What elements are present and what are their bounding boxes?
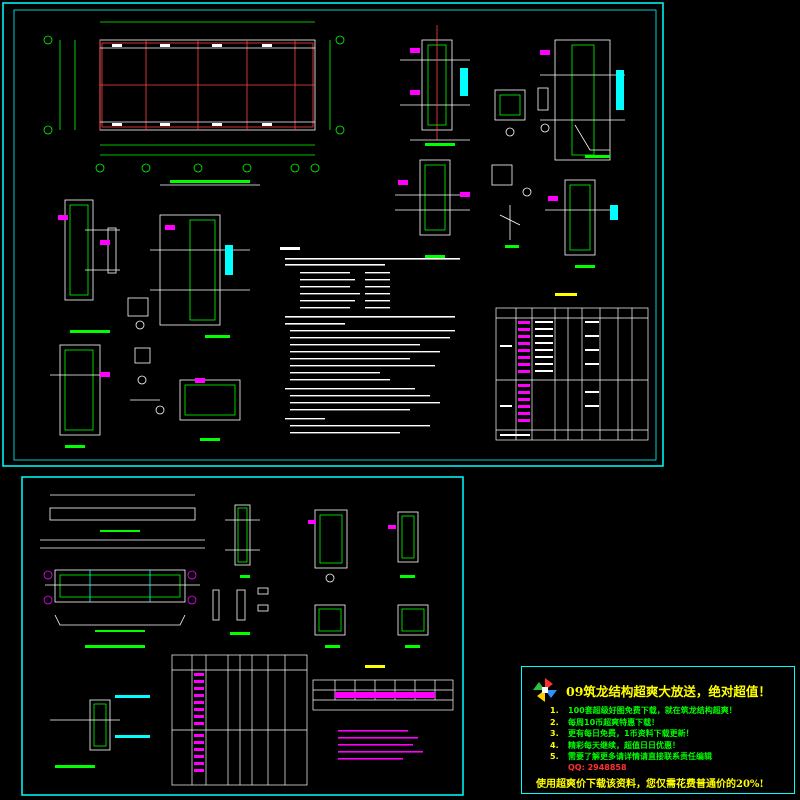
logo-pinwheel-icon bbox=[533, 678, 557, 702]
material-table-top bbox=[495, 293, 649, 441]
promo-footer: 使用超爽价下载该资料，您仅需花费普通价的20%! bbox=[536, 779, 764, 790]
list-item: 2.每周10币超爽特惠下载！ bbox=[550, 717, 660, 727]
promo-contact: QQ: 2948858 bbox=[568, 763, 627, 772]
list-item: 5.需要了解更多请详情请直接联系责任编辑 bbox=[550, 752, 712, 761]
section-detail-left bbox=[50, 199, 250, 448]
beam-elevation bbox=[40, 494, 429, 768]
section-detail-top-right bbox=[395, 39, 625, 268]
list-item: 3.更有每日免费，1币资料下载更新！ bbox=[550, 729, 694, 738]
promo-banner: 09筑龙结构超爽大放送，绝对超值！ 1.100套超级好图免费下载，就在筑龙结构超… bbox=[521, 666, 795, 794]
sheet-frame-top bbox=[2, 2, 664, 467]
material-table-bottom bbox=[171, 654, 454, 786]
list-item: 1.100套超级好图免费下载，就在筑龙结构超爽！ bbox=[550, 706, 737, 715]
promo-list: 1.100套超级好图免费下载，就在筑龙结构超爽！ 2.每周10币超爽特惠下载！ … bbox=[550, 705, 737, 763]
beam-plan bbox=[43, 21, 345, 186]
list-item: 4.精彩每天继续，超值日日优惠！ bbox=[550, 740, 680, 750]
general-notes bbox=[280, 247, 460, 434]
promo-title: 09筑龙结构超爽大放送，绝对超值！ bbox=[566, 684, 771, 699]
sheet-frame-bottom bbox=[21, 476, 464, 796]
section-detail-top-mid bbox=[400, 25, 470, 146]
